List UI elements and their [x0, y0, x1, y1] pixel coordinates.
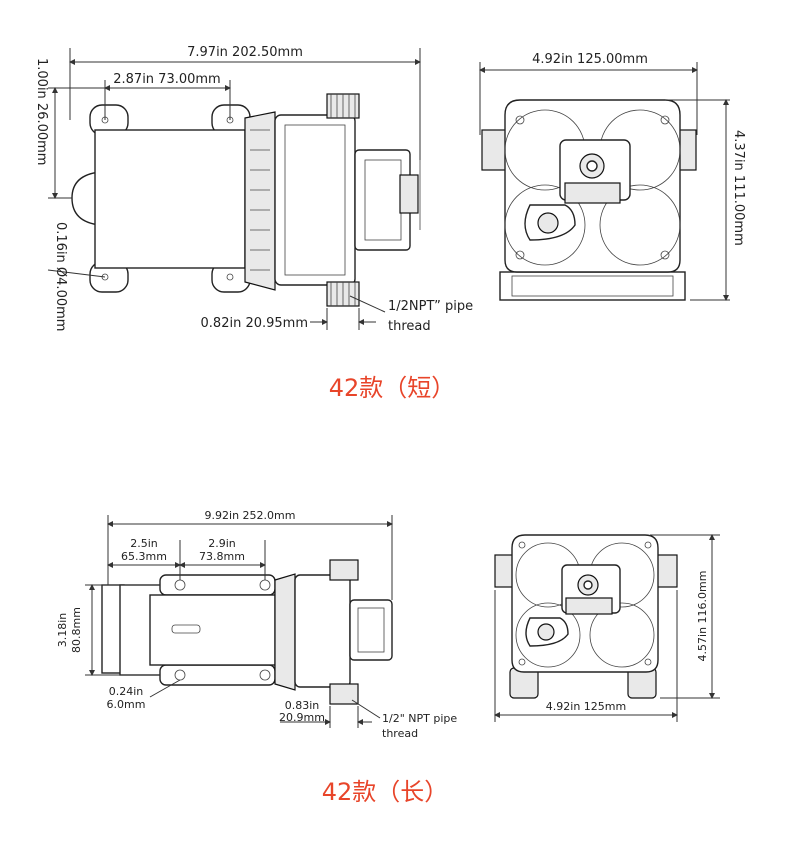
- bottom-side-thread-2: thread: [382, 727, 418, 740]
- bottom-front-height-vertical: 4.57in 116.0mm: [696, 571, 709, 662]
- top-side-dimensions: 7.97in 202.50mm 2.87in 73.00mm 1.00in 26…: [34, 45, 473, 334]
- top-side-mount-spacing: 2.87in 73.00mm: [113, 72, 220, 87]
- bottom-side-pump-body: [294, 574, 351, 688]
- bottom-side-height-2: 80.8mm: [70, 607, 83, 653]
- bottom-side-overall-length: 9.92in 252.0mm: [205, 509, 296, 522]
- top-front-height-vertical: 4.37in 111.00mm: [731, 130, 746, 246]
- bottom-side-thread-1: 1/2" NPT pipe: [382, 712, 457, 725]
- bottom-front-width: 4.92in 125mm: [546, 700, 626, 713]
- top-side-port-offset: 0.82in 20.95mm: [201, 316, 308, 331]
- top-side-thread-label-2: thread: [388, 319, 431, 334]
- bottom-side-hole-1: 0.24in: [109, 685, 144, 698]
- bottom-side-port-2: 20.9mm: [279, 711, 325, 724]
- bottom-side-hole-2: 6.0mm: [107, 698, 146, 711]
- bottom-front-dimensions: 4.92in 125mm 4.57in 116.0mm: [494, 534, 720, 722]
- top-side-motor-endcap: [71, 171, 101, 226]
- top-side-thread-label-1: 1/2NPT” pipe: [388, 299, 473, 314]
- bottom-side-pump-flange: [274, 573, 296, 691]
- bottom-side-port-1: 0.83in: [285, 699, 320, 712]
- bottom-side-dim-b-1: 2.9in: [208, 537, 236, 550]
- bottom-caption: 42款（长）: [322, 778, 449, 806]
- top-side-pump-body: [274, 114, 356, 286]
- top-caption: 42款（短）: [329, 374, 456, 402]
- top-side-overall-length: 7.97in 202.50mm: [187, 45, 303, 60]
- top-side-pump-flange: [244, 111, 276, 291]
- bottom-side-dim-b-2: 73.8mm: [199, 550, 245, 563]
- top-front-dimensions: 4.92in 125.00mm 4.37in 111.00mm: [479, 52, 746, 301]
- top-side-height-vertical: 1.00in 26.00mm: [34, 58, 49, 165]
- bottom-front-view: [494, 534, 678, 699]
- bottom-side-dim-a-1: 2.5in: [130, 537, 158, 550]
- top-side-hole-diameter: 0.16in Ø4.00mm: [53, 222, 68, 331]
- bottom-side-view: [101, 559, 393, 705]
- bottom-side-height-1: 3.18in: [56, 613, 69, 648]
- top-front-view: [481, 99, 697, 301]
- bottom-side-port-bottom: [329, 683, 359, 705]
- top-front-width: 4.92in 125.00mm: [532, 52, 648, 67]
- bottom-side-dimensions: 9.92in 252.0mm 2.5in 65.3mm 2.9in 73.8mm…: [56, 509, 457, 740]
- top-side-motor-body: [94, 129, 246, 269]
- bottom-side-pressure-switch: [349, 599, 393, 661]
- bottom-side-dim-a-2: 65.3mm: [121, 550, 167, 563]
- top-front-base: [499, 271, 686, 301]
- bottom-side-port-top: [329, 559, 359, 581]
- top-side-view: [71, 93, 421, 307]
